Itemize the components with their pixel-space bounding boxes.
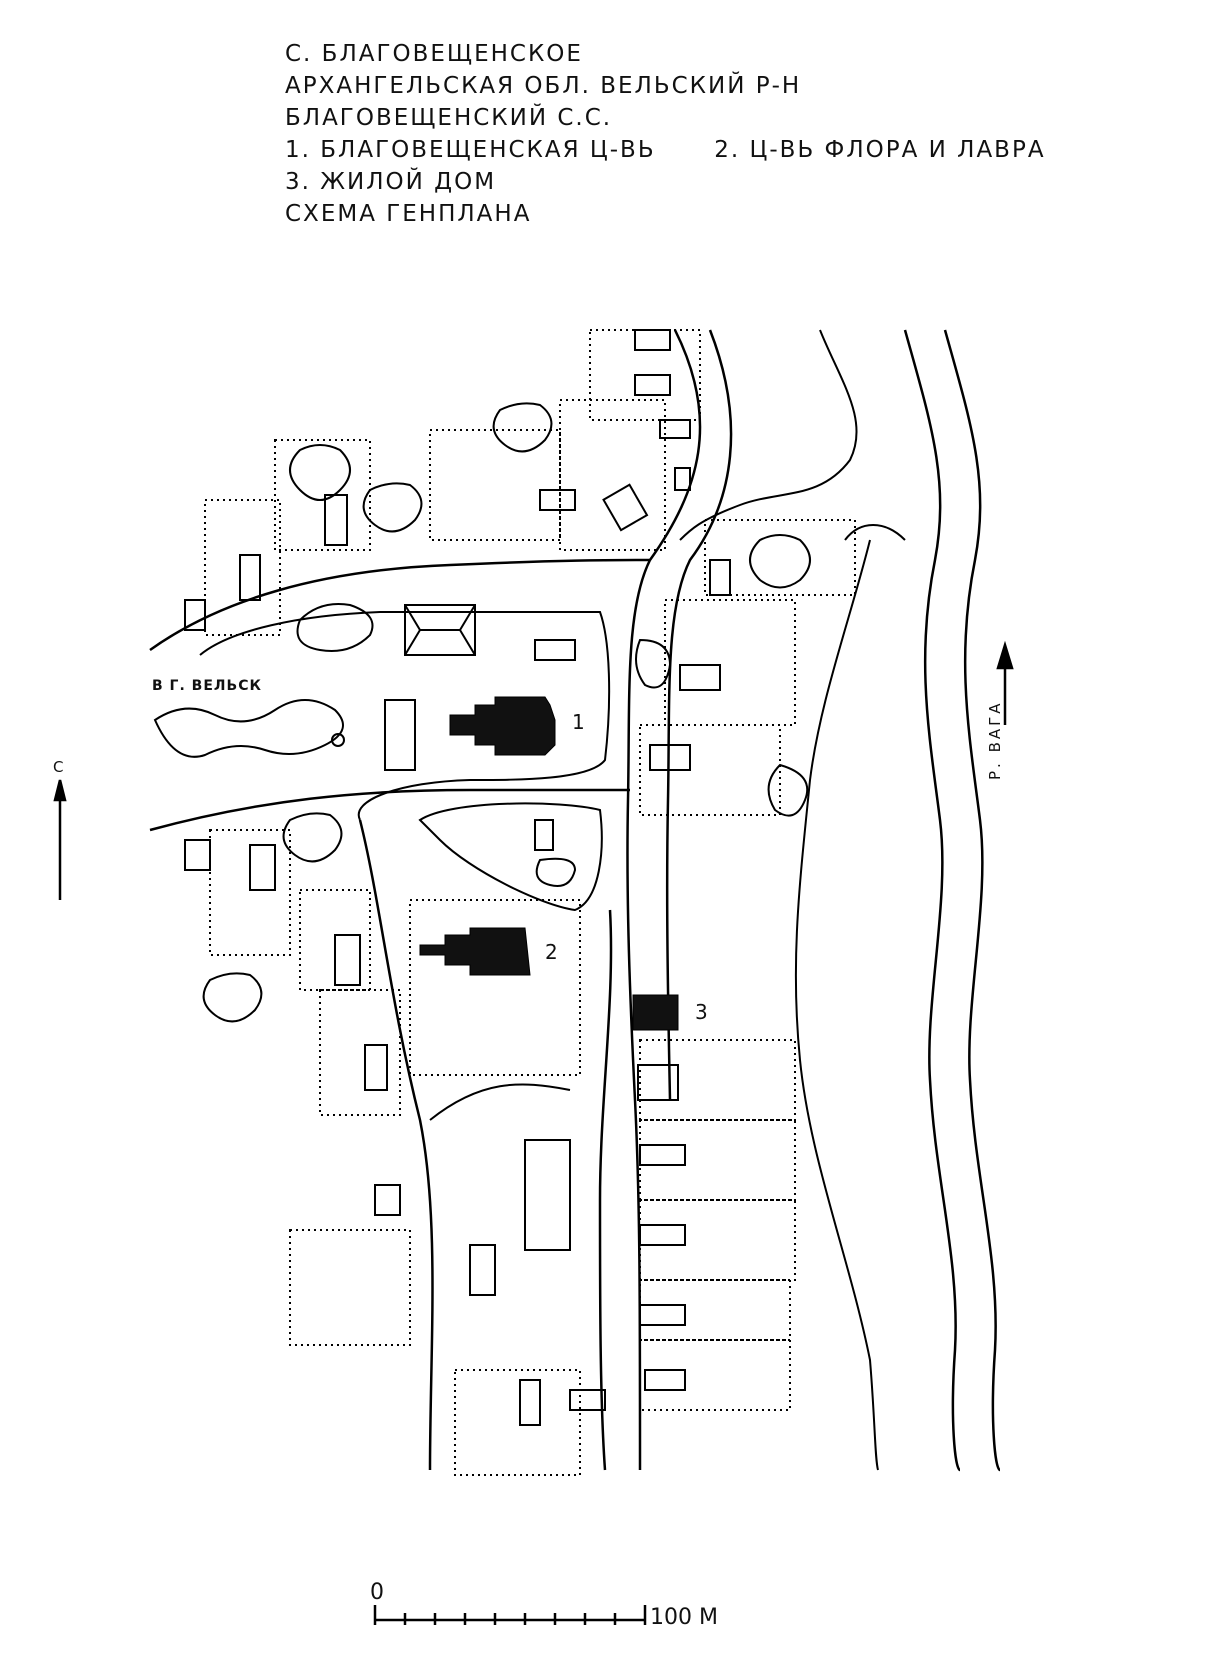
scale-end-label: 100 М bbox=[650, 1605, 718, 1630]
house bbox=[674, 467, 691, 491]
legend-item-church-2: 2. Ц-ВЬ ФЛОРА И ЛАВРА bbox=[714, 137, 1046, 163]
house-3-dwelling bbox=[632, 994, 679, 1031]
legend-item-house-3: 3. ЖИЛОЙ ДОМ bbox=[285, 169, 497, 195]
main-road-left-edge bbox=[626, 329, 702, 1471]
plot-w-2 bbox=[299, 889, 371, 991]
plot-nw-4 bbox=[559, 399, 666, 551]
house bbox=[519, 1379, 541, 1426]
road-south-right bbox=[598, 909, 613, 1471]
house bbox=[374, 1184, 401, 1216]
road-velsk-upper bbox=[149, 558, 651, 652]
house bbox=[649, 744, 691, 771]
plot-sw-1 bbox=[289, 1229, 411, 1346]
marker-1: 1 bbox=[572, 710, 585, 734]
road-south-mid bbox=[429, 1083, 571, 1121]
house bbox=[324, 494, 348, 546]
main-road-right-edge bbox=[665, 329, 733, 1101]
terrace-edge-inner bbox=[844, 524, 906, 541]
scale-bar bbox=[373, 1605, 647, 1625]
house bbox=[184, 599, 206, 631]
house bbox=[644, 1369, 686, 1391]
tree-cluster bbox=[296, 603, 374, 652]
plot-nw-1 bbox=[274, 439, 371, 551]
house bbox=[534, 819, 554, 851]
plot-nw-3 bbox=[429, 429, 561, 541]
title-council: БЛАГОВЕЩЕНСКИЙ С.С. bbox=[285, 105, 613, 131]
house bbox=[469, 1244, 496, 1296]
inner-road-loop-1 bbox=[199, 611, 611, 821]
tree-alley-velsk bbox=[153, 699, 344, 758]
house bbox=[384, 699, 416, 771]
house bbox=[709, 559, 731, 596]
plot-ne-1 bbox=[704, 519, 856, 596]
house bbox=[364, 1044, 388, 1091]
plot-e-3 bbox=[639, 1199, 796, 1281]
road-south-left bbox=[358, 819, 434, 1471]
legend-item-church-1: 1. БЛАГОВЕЩЕНСКАЯ Ц-ВЬ bbox=[285, 137, 656, 163]
house bbox=[634, 329, 671, 351]
house bbox=[679, 664, 721, 691]
title-village: С. БЛАГОВЕЩЕНСКОЕ bbox=[285, 41, 583, 67]
north-arrow-right-head bbox=[996, 640, 1014, 670]
house-long bbox=[524, 1139, 571, 1251]
tree-cluster bbox=[535, 857, 577, 887]
north-label-left: С bbox=[53, 758, 64, 776]
plot-e-1 bbox=[639, 1039, 796, 1121]
roof-ridge bbox=[404, 604, 476, 656]
inner-road-loop-2 bbox=[418, 802, 603, 912]
plot-s-1 bbox=[454, 1369, 581, 1476]
legend-row-1: 1. БЛАГОВЕЩЕНСКАЯ Ц-ВЬ 2. Ц-ВЬ ФЛОРА И Л… bbox=[285, 134, 1046, 166]
river-label-vaga: Р. ВАГА bbox=[986, 700, 1004, 780]
plot-ne-3 bbox=[639, 724, 781, 816]
church-1-blagoveshchenskaya bbox=[449, 696, 556, 756]
tree-cluster bbox=[202, 972, 263, 1023]
tree-cluster bbox=[749, 534, 811, 589]
marker-3: 3 bbox=[695, 1000, 708, 1024]
house bbox=[534, 639, 576, 661]
plot-e-2 bbox=[639, 1119, 796, 1201]
river-bank-left bbox=[903, 329, 962, 1472]
house bbox=[239, 554, 261, 601]
tree-alley-center bbox=[331, 733, 345, 747]
tree-cluster bbox=[635, 638, 672, 689]
tree-cluster bbox=[492, 402, 553, 453]
house bbox=[569, 1389, 606, 1411]
house bbox=[334, 934, 361, 986]
plot-e-5 bbox=[639, 1339, 791, 1411]
house bbox=[634, 374, 671, 396]
tree-cluster bbox=[362, 482, 423, 533]
house bbox=[639, 1224, 686, 1246]
house bbox=[602, 483, 649, 532]
map-subtitle: СХЕМА ГЕНПЛАНА bbox=[285, 201, 532, 227]
terrace-edge bbox=[794, 539, 879, 1471]
house-with-roof bbox=[404, 604, 476, 656]
river-bank-right bbox=[943, 329, 1002, 1472]
house bbox=[639, 1304, 686, 1326]
house bbox=[539, 489, 576, 511]
scale-start-label: 0 bbox=[370, 1580, 384, 1605]
marker-2: 2 bbox=[545, 940, 558, 964]
map-title-block: С. БЛАГОВЕЩЕНСКОЕ АРХАНГЕЛЬСКАЯ ОБЛ. ВЕЛ… bbox=[285, 38, 1046, 230]
house bbox=[184, 839, 211, 871]
terrace-line bbox=[679, 329, 858, 541]
tree-cluster bbox=[289, 444, 351, 501]
church-2-flora-lavra bbox=[419, 927, 531, 976]
house bbox=[249, 844, 276, 891]
road-velsk-lower bbox=[149, 788, 630, 832]
plot-nw-2 bbox=[204, 499, 281, 636]
house bbox=[639, 1144, 686, 1166]
tree-cluster bbox=[282, 812, 343, 863]
house-with-roof bbox=[637, 1064, 679, 1101]
plot-ne-2 bbox=[664, 599, 796, 726]
tree-cluster bbox=[767, 763, 809, 817]
road-label-velsk: В Г. ВЕЛЬСК bbox=[152, 678, 262, 694]
house bbox=[659, 419, 691, 439]
plot-e-4 bbox=[639, 1279, 791, 1341]
title-region: АРХАНГЕЛЬСКАЯ ОБЛ. ВЕЛЬСКИЙ Р-Н bbox=[285, 73, 802, 99]
plot-center-2 bbox=[409, 899, 581, 1076]
north-arrow-left-head bbox=[53, 779, 67, 802]
